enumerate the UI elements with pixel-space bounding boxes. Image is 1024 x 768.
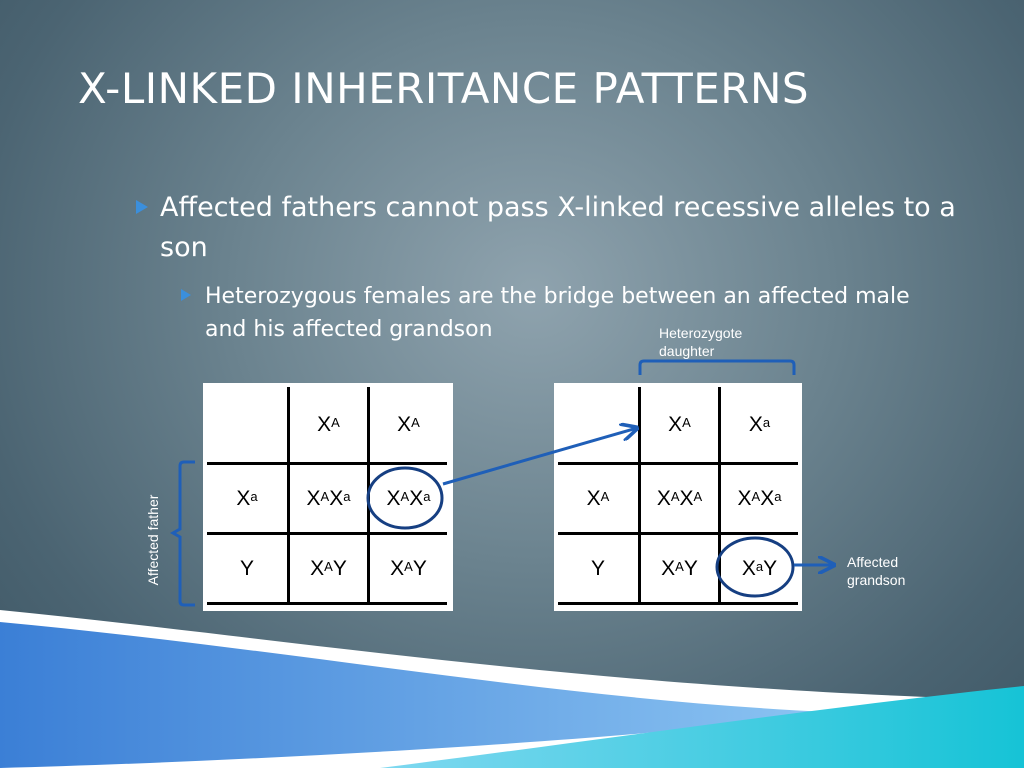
- punnett-row-label: Y: [590, 556, 605, 580]
- bullet-arrow-icon: [181, 289, 191, 301]
- arrow-to-daughter: [442, 428, 637, 486]
- slide-title: X-LINKED INHERITANCE PATTERNS: [78, 64, 810, 113]
- punnett-row-label: Y: [239, 556, 254, 580]
- affected-grandson-label: Affected grandson: [847, 554, 906, 588]
- bullet-arrow-icon: [136, 200, 148, 214]
- father-bracket: [169, 460, 195, 607]
- heterozygote-daughter-label: Heterozygote daughter: [659, 325, 743, 359]
- bullet-level-2: Heterozygous females are the bridge betw…: [205, 284, 910, 342]
- bullet-level-1: Affected fathers cannot pass X-linked re…: [160, 192, 956, 263]
- affected-father-label: Affected father: [145, 494, 161, 586]
- daughter-bracket: [638, 359, 796, 375]
- highlight-circle: [366, 466, 444, 530]
- highlight-circle: [715, 536, 795, 598]
